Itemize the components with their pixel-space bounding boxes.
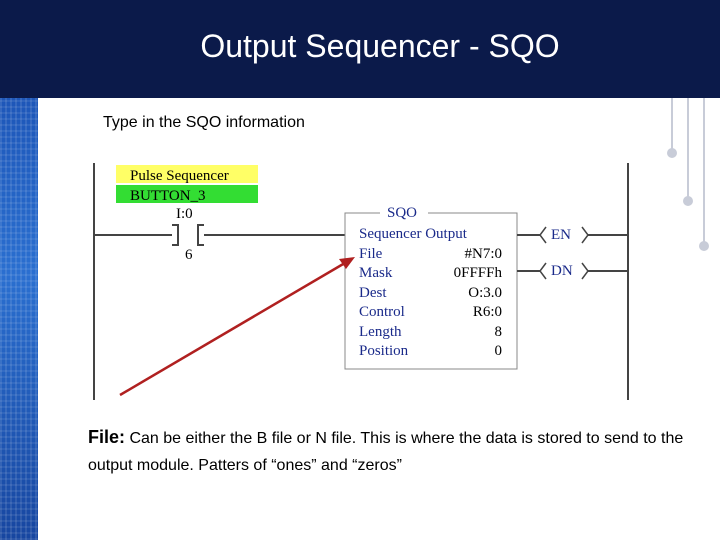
caption-text: Can be either the B file or N file. This…	[88, 430, 684, 474]
pointer-arrow	[119, 258, 351, 397]
instruction-name: SQO	[387, 205, 417, 221]
comment-highlight-2	[116, 185, 258, 203]
output-dn: DN	[551, 263, 573, 279]
param-value: #N7:0	[465, 246, 503, 262]
param-label: File	[359, 246, 383, 262]
caption-lead: File:	[88, 427, 126, 447]
left-decorative-strip	[0, 98, 38, 540]
intro-text: Type in the SQO information	[103, 114, 305, 131]
param-value: 0	[495, 343, 503, 359]
param-row: Dest O:3.0	[359, 285, 502, 301]
param-value: O:3.0	[468, 285, 502, 301]
param-label: Control	[359, 304, 405, 320]
param-label: Dest	[359, 285, 387, 301]
slide-title: Output Sequencer - SQO	[200, 28, 560, 64]
param-row: Mask 0FFFFh	[359, 265, 502, 281]
instruction-title: Sequencer Output	[359, 226, 468, 242]
decorative-lines-icon	[667, 98, 709, 251]
param-row: Length 8	[359, 324, 502, 340]
param-row: File #N7:0	[359, 246, 502, 262]
param-label: Position	[359, 343, 409, 359]
param-label: Mask	[359, 265, 393, 281]
arrowhead-icon	[339, 257, 355, 269]
title-bar: Output Sequencer - SQO	[0, 0, 720, 98]
contact-bit: 6	[185, 247, 193, 263]
xic-contact-icon	[172, 224, 204, 246]
rung-comment-line2: BUTTON_3	[130, 188, 206, 204]
rung-comment-line1: Pulse Sequencer	[130, 168, 229, 184]
param-value: 8	[495, 324, 503, 340]
param-value: R6:0	[473, 304, 502, 320]
param-row: Control R6:0	[359, 304, 502, 320]
caption: File: Can be either the B file or N file…	[88, 424, 688, 479]
param-value: 0FFFFh	[454, 265, 503, 281]
ladder-diagram: Pulse Sequencer BUTTON_3 I:0 6 SQO Seque…	[93, 163, 629, 400]
param-label: Length	[359, 324, 402, 340]
output-en: EN	[551, 227, 571, 243]
contact-address: I:0	[176, 206, 193, 222]
comment-highlight-1	[116, 165, 258, 183]
sqo-instruction-box	[344, 212, 518, 370]
param-row: Position 0	[359, 343, 502, 359]
